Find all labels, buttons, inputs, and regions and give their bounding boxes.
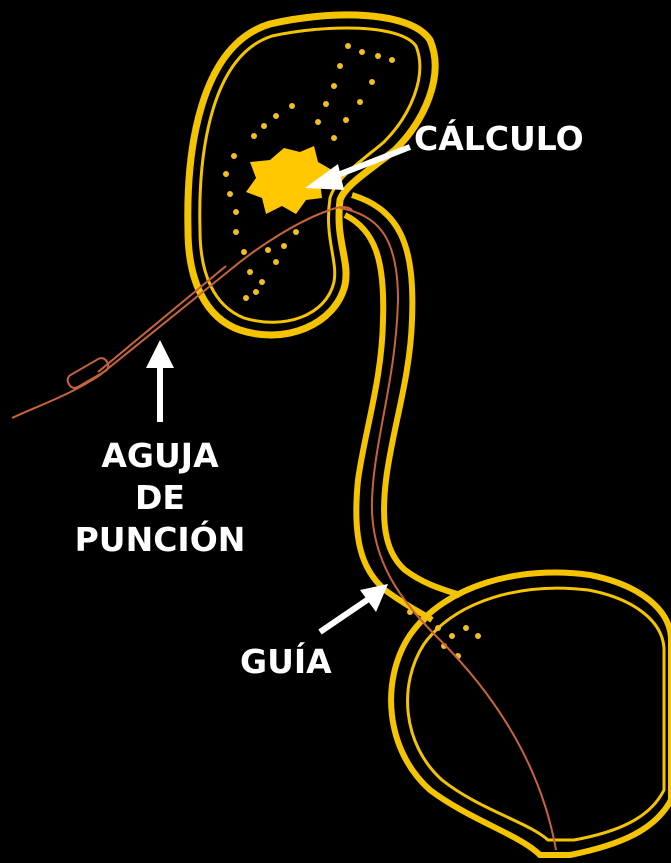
puncture-needle: [12, 207, 352, 418]
ureter: [345, 195, 460, 620]
bladder-outline-outer: [391, 573, 671, 856]
guide-label: GUÍA: [240, 641, 332, 681]
guide-wire: [340, 208, 556, 850]
needle-hub: [65, 356, 110, 390]
ureter-left-wall: [345, 215, 432, 620]
needle-label-line3: PUNCIÓN: [75, 519, 246, 559]
stone-label: CÁLCULO: [414, 118, 584, 158]
needle-shaft: [12, 207, 352, 418]
needle-label-line1: AGUJA: [101, 436, 219, 475]
bladder: [391, 573, 671, 856]
guide-arrow-icon: [320, 584, 388, 632]
ureter-right-wall: [352, 195, 460, 595]
needle-arrow-icon: [146, 340, 174, 422]
needle-label-line2: DE: [135, 478, 185, 517]
